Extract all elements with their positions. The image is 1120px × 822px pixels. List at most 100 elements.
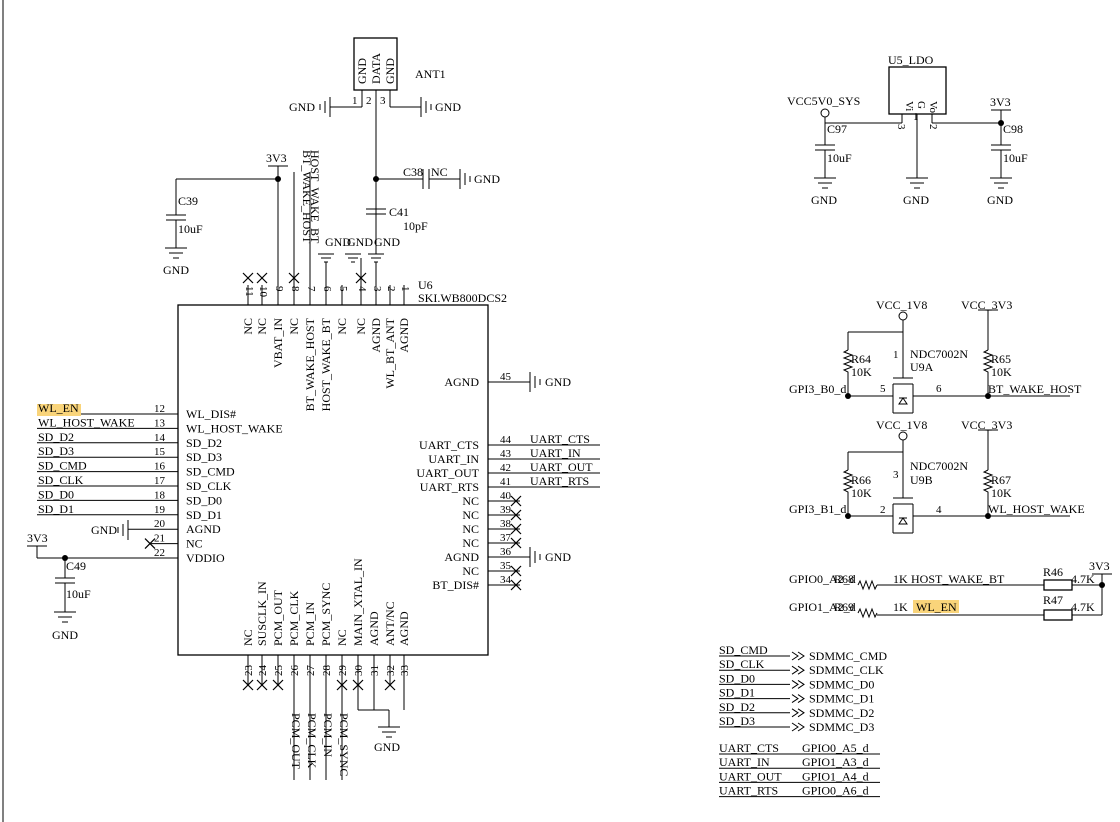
bottom-pin-name: AGND <box>367 611 381 646</box>
u9a-vcc3v3: VCC_3V3 <box>961 298 1012 312</box>
ant-pin-label-gnd1: GND <box>355 58 369 84</box>
left-net-label: SD_D2 <box>38 430 74 444</box>
c49-value: 10uF <box>66 587 91 601</box>
u6-body <box>177 304 489 656</box>
sd-map-to: SDMMC_CMD <box>809 649 887 663</box>
sd-map-from: SD_CLK <box>719 657 765 671</box>
uart-map-to: GPIO1_A4_d <box>802 769 869 783</box>
u9a-part: NDC7002N <box>910 347 968 361</box>
top-pin-number: 11 <box>243 286 255 297</box>
no-connect-mark <box>384 679 396 691</box>
no-connect-mark <box>355 272 367 284</box>
no-connect-mark <box>288 272 300 284</box>
top-pin-name: BT_WAKE_HOST <box>303 317 317 411</box>
bottom-pin-number: 30 <box>353 665 365 677</box>
c38-value: NC <box>431 165 448 179</box>
top-pin-name: NC <box>354 318 368 335</box>
bottom-pin-name: PCM_IN <box>303 602 317 646</box>
top-gnd-1: GND <box>325 235 351 249</box>
u6-top-pins: 11NC10NC9VBAT_IN8NC7BT_WAKE_HOST6HOST_WA… <box>241 272 411 411</box>
bottom-net-label: PCM_IN <box>321 713 335 757</box>
left-net-label: SD_CMD <box>38 459 87 473</box>
pullup-3v3-label: 3V3 <box>1089 559 1110 573</box>
no-connect-mark <box>256 679 268 691</box>
left-pin-number: 17 <box>154 475 166 487</box>
bottom-pin-number: 26 <box>289 665 301 677</box>
no-connect-mark <box>144 538 156 550</box>
u9a-vcc1v8: VCC_1V8 <box>876 298 927 312</box>
left-pin-number: 19 <box>154 504 166 516</box>
u9b-pin2: 2 <box>880 504 886 516</box>
right-pin-name: NC <box>462 508 479 522</box>
right-pin-name: NC <box>462 522 479 536</box>
right-pin-name: NC <box>462 564 479 578</box>
right-pin-name: AGND <box>444 550 479 564</box>
sd-map-arrow <box>791 722 805 732</box>
u9b-left-net: GPI3_B1_d <box>789 502 846 516</box>
right-pin-number: 36 <box>500 546 512 558</box>
c97-gnd-label: GND <box>811 193 837 207</box>
ldo-body <box>888 66 947 115</box>
right-pin-number: 39 <box>500 504 512 516</box>
left-net-label: SD_D3 <box>38 444 74 458</box>
row2-net-a: GPIO1_A2_d <box>789 600 856 614</box>
u9a-right-net: BT_WAKE_HOST <box>988 382 1082 396</box>
no-connect-mark <box>242 679 254 691</box>
r64-ref: R64 <box>851 352 871 366</box>
c39-vbat-section: 3V3 C39 10uF GND <box>163 151 288 285</box>
left-pin-number: 20 <box>154 518 166 530</box>
right-pin-number: 35 <box>500 560 512 572</box>
top-pin-name: AGND <box>397 318 411 353</box>
bottom-pin-number: 25 <box>273 665 285 677</box>
c49-gnd-label: GND <box>52 628 78 642</box>
bottom-pin-name: PCM_OUT <box>271 589 285 646</box>
ldo-pin-vi: Vi <box>903 101 915 111</box>
pin36-gnd-label: GND <box>545 550 571 564</box>
u9a-pin5: 5 <box>880 383 886 395</box>
u9b-right-net: WL_HOST_WAKE <box>988 502 1085 516</box>
bottom-pin-number: 29 <box>337 665 349 677</box>
row1-net-b: HOST_WAKE_BT <box>911 572 1005 586</box>
junction-dot <box>985 393 991 399</box>
left-pin-name: AGND <box>186 522 221 536</box>
u9b-pin3: 3 <box>893 469 899 481</box>
left-pin-name: WL_DIS# <box>186 407 236 421</box>
top-pin-number: 10 <box>257 286 269 298</box>
u6-ref: U6 <box>418 278 433 292</box>
cap-c41: C41 10pF <box>366 205 428 233</box>
right-pin-number: 43 <box>500 448 512 460</box>
right-net-label: UART_OUT <box>530 460 593 474</box>
bottom-net-label: PCM_CLK <box>305 713 319 769</box>
bottom-pin-name: NC <box>241 629 255 646</box>
right-pin-number: 44 <box>500 434 512 446</box>
antenna-ant1: GND DATA GND ANT1 1 2 3 GND GND <box>289 37 461 236</box>
top-pin-number: 3 <box>371 286 383 292</box>
bottom-pin-number: 23 <box>243 665 255 677</box>
bottom-pin-number: 33 <box>399 665 411 677</box>
left-pin-name: NC <box>186 537 203 551</box>
row1-r-value: 1K <box>893 572 908 586</box>
no-connect-mark <box>510 579 522 591</box>
c38-gnd-label: GND <box>474 172 500 186</box>
top-pin-name: VBAT_IN <box>271 318 285 368</box>
c98-gnd-label: GND <box>987 193 1013 207</box>
r67-ref: R67 <box>991 473 1011 487</box>
top-pin-number: 5 <box>337 286 349 292</box>
bottom-pin-name: NC <box>335 629 349 646</box>
ldo-u5: U5_LDO Vi G Vo 3 1 2 VCC5V0_SYS C97 10uF… <box>787 53 1028 207</box>
uart-map-from: UART_OUT <box>719 769 782 783</box>
right-pin-number: 38 <box>500 518 512 530</box>
no-connect-mark <box>510 565 522 577</box>
sd-map-arrow <box>791 651 805 661</box>
pin45-gnd-label: GND <box>545 375 571 389</box>
sd-map-to: SDMMC_D3 <box>809 720 874 734</box>
left-pin-name: SD_CLK <box>186 479 232 493</box>
bottom-pin-number: 28 <box>321 665 333 677</box>
right-pin-name: UART_CTS <box>419 438 479 452</box>
r66-ref: R66 <box>851 473 871 487</box>
top-pin-name: NC <box>241 318 255 335</box>
left-pin-number: 14 <box>154 432 166 444</box>
